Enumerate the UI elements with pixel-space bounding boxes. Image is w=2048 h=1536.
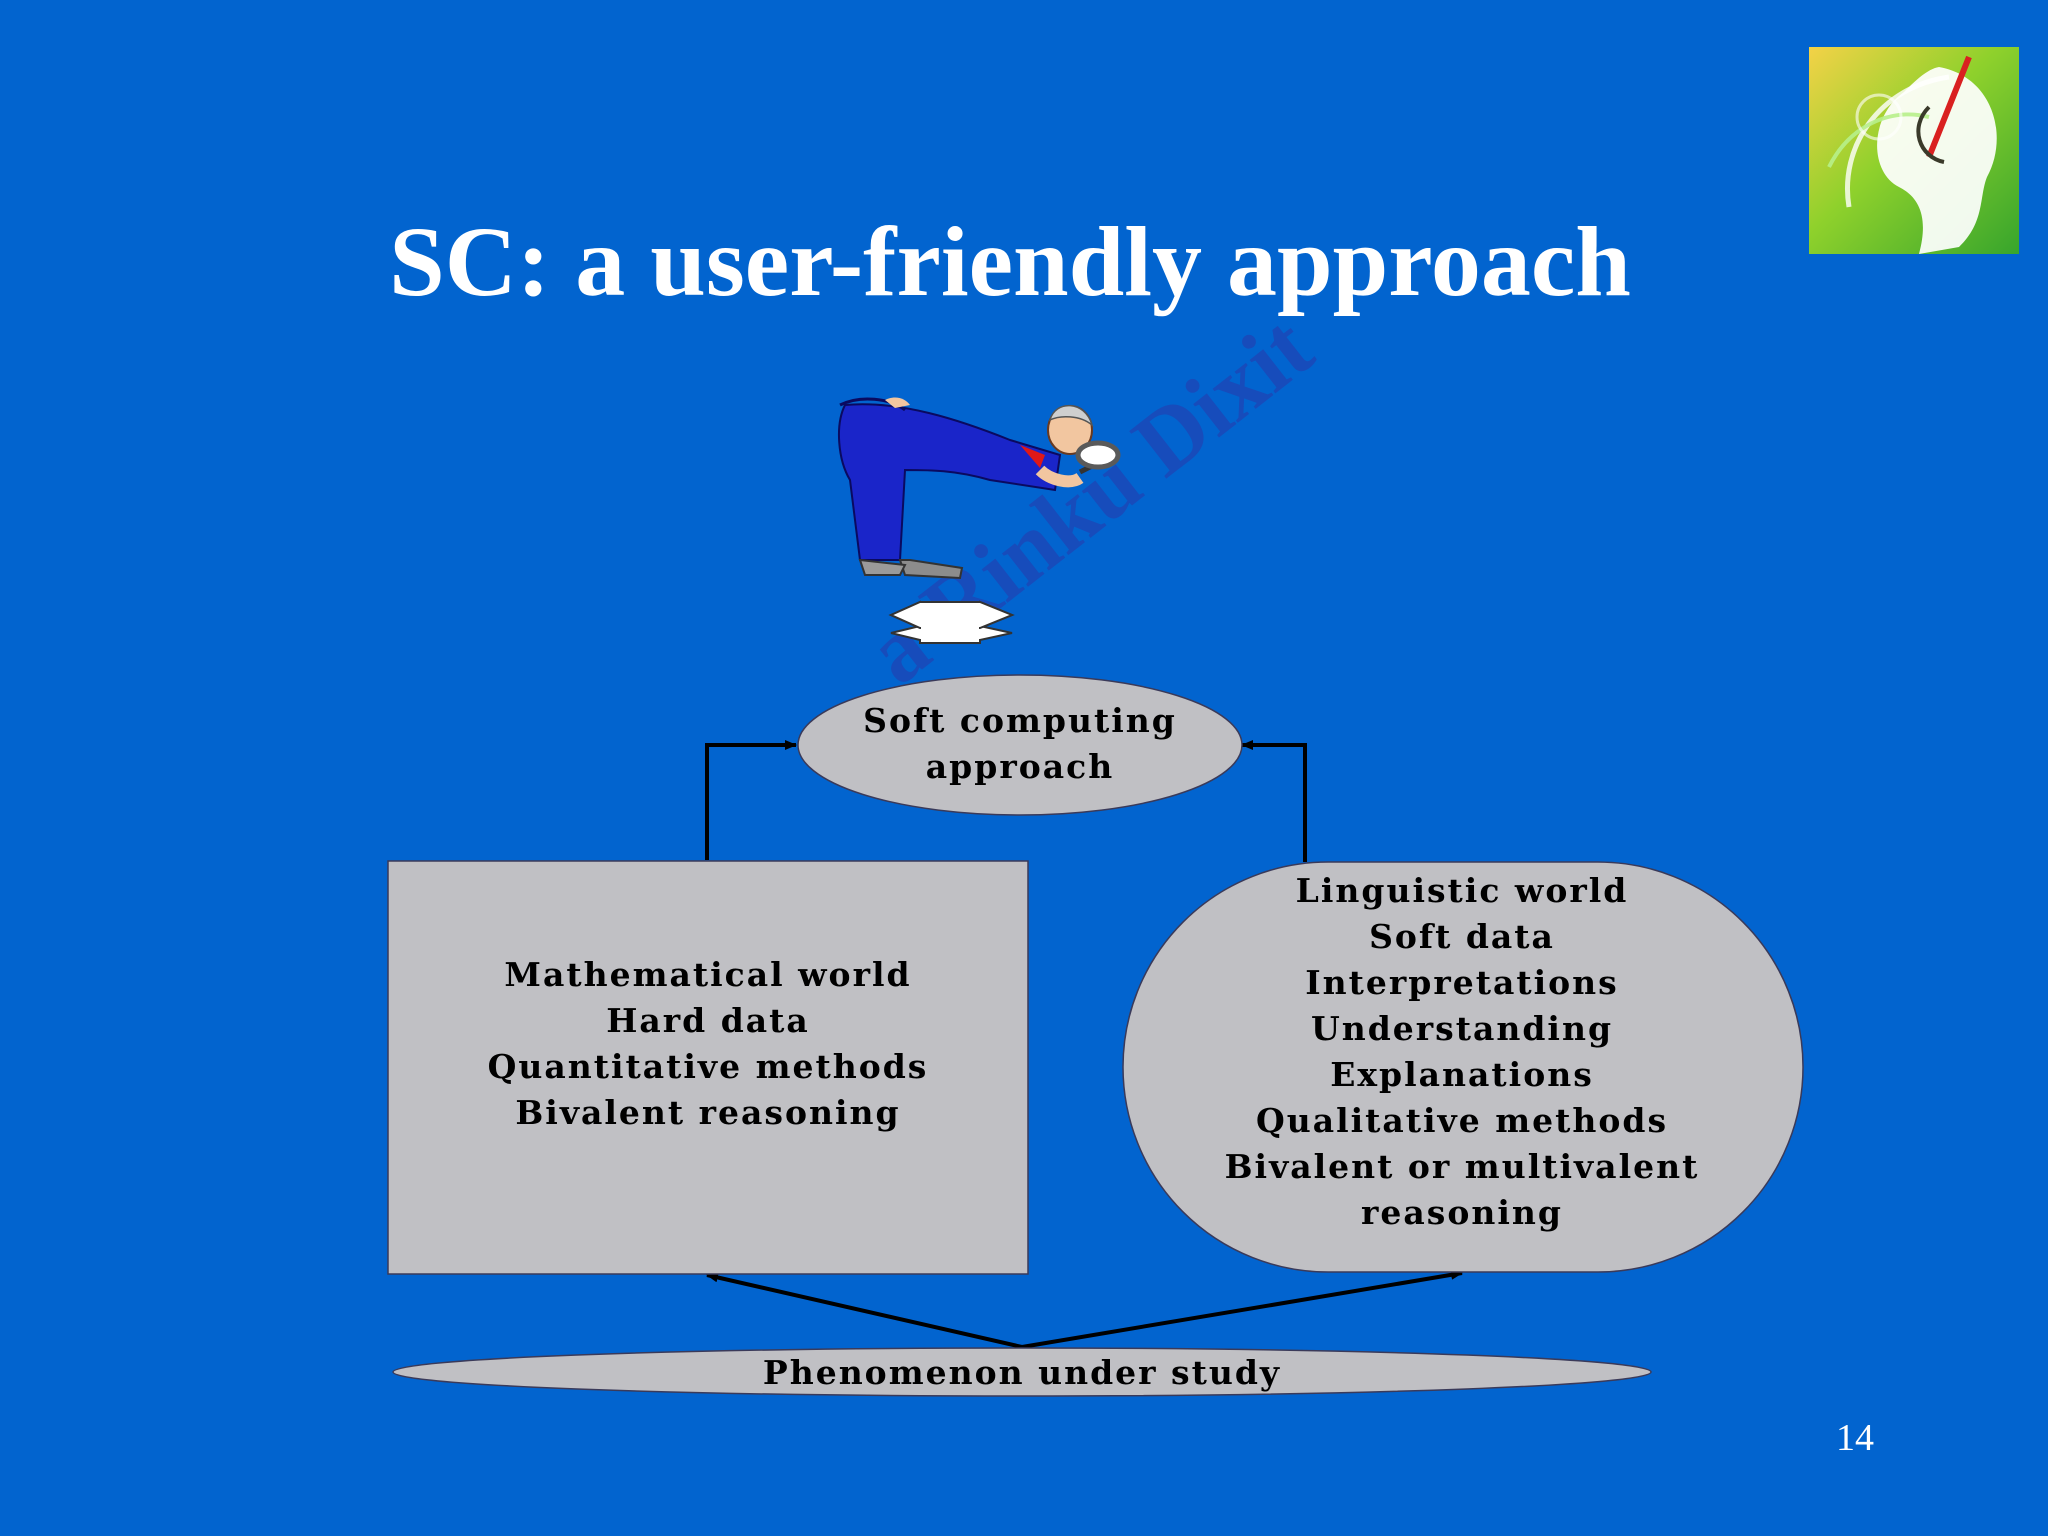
math-line: Hard data [606,1001,810,1040]
ling-line: Explanations [1330,1055,1594,1094]
phenomenon-ellipse [392,1347,1652,1397]
ling-line: Qualitative methods [1255,1101,1669,1140]
soft-computing-line: approach [925,747,1115,786]
ling-line: Interpretations [1305,963,1619,1002]
double-arrow-icon-shape [888,600,1015,644]
connector-phenomenon-to-ling [1021,1269,1463,1349]
connector-ling-to-sc [1241,740,1307,862]
slide-number: 14 [1836,1417,1874,1459]
slide-title: SC: a user-friendly approach [389,206,1631,317]
math-line: Quantitative methods [487,1047,929,1086]
math-line: Bivalent reasoning [515,1093,901,1132]
soft-computing-ellipse [797,674,1243,816]
phenomenon-label: Phenomenon under study [762,1353,1282,1392]
linguistic-world-label: Linguistic world Soft data Interpretatio… [1122,868,1802,1236]
mathematical-world-box [387,860,1029,1275]
ling-line: Bivalent or multivalent [1224,1147,1700,1186]
ling-line: Understanding [1310,1009,1614,1048]
brain-swirl-logo-icon [1809,47,2019,254]
ling-line: Linguistic world [1295,871,1629,910]
man-with-magnifying-glass-icon [838,397,1121,580]
math-line: Mathematical world [504,955,912,994]
ling-line: reasoning [1361,1193,1563,1232]
linguistic-world-oval [1122,861,1804,1273]
soft-computing-label: Soft computing approach [800,698,1240,790]
connector-math-to-sc [705,740,797,860]
mathematical-world-label: Mathematical world Hard data Quantitativ… [388,952,1028,1136]
soft-computing-line: Soft computing [863,701,1177,740]
connector-phenomenon-to-math [706,1272,1023,1349]
ling-line: Soft data [1369,917,1555,956]
